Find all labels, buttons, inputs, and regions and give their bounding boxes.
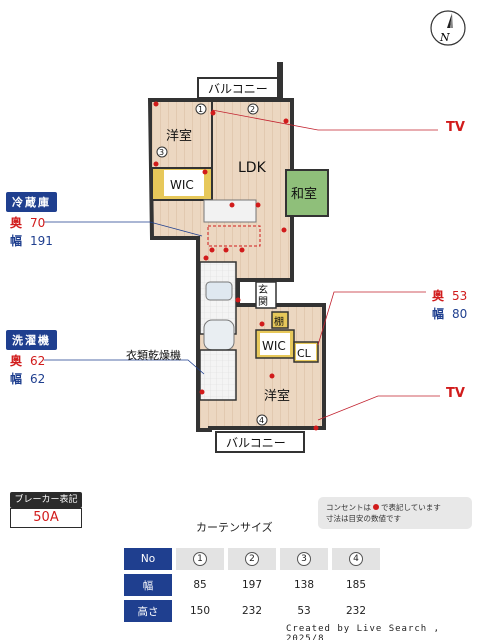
ldk-label: LDK: [238, 160, 267, 176]
washer-depth: 奥 62: [10, 352, 45, 369]
closet-depth: 奥 53: [432, 287, 467, 304]
curtain-col-3: 3: [280, 548, 328, 570]
window-marker-2: 2: [247, 103, 259, 115]
washer-width-value: 62: [30, 372, 46, 386]
appliance-leader-lines: [44, 221, 205, 375]
curtain-col-4: 4: [332, 548, 380, 570]
fridge-depth: 奥 70: [10, 214, 45, 231]
washer-depth-value: 62: [30, 354, 46, 368]
shelf: 棚: [271, 311, 289, 329]
tv-leader-lines: [211, 109, 440, 421]
fridge-width-key: 幅: [10, 234, 23, 248]
breaker-title: ブレーカー表記: [10, 492, 82, 508]
balcony-bottom-label: バルコニー: [226, 436, 286, 450]
western-room-bottom-label: 洋室: [264, 388, 290, 404]
wic-bottom: WIC: [255, 329, 295, 359]
washer-depth-key: 奥: [10, 354, 23, 368]
japanese-room: 和室: [285, 169, 329, 217]
balcony-top: バルコニー: [197, 77, 283, 99]
curtain-size-table: No 1 2 3 4 幅 85 197 138 185 高さ 150 232 5…: [120, 544, 384, 626]
tv-label-bottom: TV: [446, 386, 465, 401]
curtain-size-title: カーテンサイズ: [196, 521, 273, 534]
table-row: 幅 85 197 138 185: [124, 574, 380, 596]
table-row: No 1 2 3 4: [124, 548, 380, 570]
table-cell: 150: [189, 605, 211, 617]
fridge-depth-value: 70: [30, 216, 46, 230]
washer-width-key: 幅: [10, 372, 23, 386]
fridge-depth-key: 奥: [10, 216, 23, 230]
closet-depth-key: 奥: [432, 289, 445, 303]
wic-top-label: WIC: [170, 178, 194, 192]
note-line-1b: で表記しています: [381, 503, 441, 512]
table-row: 高さ 150 232 53 232: [124, 600, 380, 622]
curtain-row-width-label: 幅: [124, 574, 172, 596]
balcony-bottom: バルコニー: [215, 431, 305, 453]
table-cell: 232: [345, 605, 367, 617]
closet-width-value: 80: [452, 307, 468, 321]
table-cell: 85: [193, 579, 207, 591]
outlet-icon: [373, 504, 379, 510]
curtain-row-height-label: 高さ: [124, 600, 172, 622]
japanese-room-label: 和室: [291, 186, 317, 202]
fridge-title: 冷蔵庫: [6, 192, 57, 212]
western-room-top-label: 洋室: [166, 128, 192, 144]
curtain-header-no: No: [124, 548, 172, 570]
washer-width: 幅 62: [10, 370, 45, 387]
ldk-room: LDK: [238, 160, 267, 176]
closet: CL: [293, 341, 319, 363]
table-cell: 197: [241, 579, 263, 591]
closet-width: 幅 80: [432, 305, 467, 322]
table-cell: 53: [297, 605, 311, 617]
note-line-1a: コンセントは: [326, 503, 371, 512]
fridge-width-value: 191: [30, 234, 53, 248]
curtain-col-1: 1: [176, 548, 224, 570]
closet-depth-value: 53: [452, 289, 468, 303]
western-room-bottom: 洋室: [264, 388, 290, 404]
window-marker-3: 3: [156, 146, 168, 158]
compass-north-label: N: [439, 31, 450, 44]
balcony-top-label: バルコニー: [208, 82, 268, 96]
svg-text:3: 3: [159, 148, 164, 157]
table-cell: 138: [293, 579, 315, 591]
window-marker-4: 4: [256, 414, 268, 426]
note-box: コンセントは で表記しています 寸法は目安の数値です: [318, 497, 472, 529]
entrance: 玄 関 玄関: [255, 281, 277, 309]
note-line-1: コンセントは で表記しています: [326, 502, 464, 513]
washer-title: 洗濯機: [6, 330, 57, 350]
footer-credit: Created by Live Search , 2025/8: [286, 624, 441, 640]
note-line-2: 寸法は目安の数値です: [326, 514, 401, 523]
svg-text:2: 2: [250, 105, 255, 114]
outlet-dots: [153, 101, 319, 431]
closet-label: CL: [297, 347, 312, 360]
entrance-label-2: 関: [258, 296, 268, 308]
floor-plan: バルコニー 洋室 WIC LDK 和室 玄 関 玄関 棚: [44, 62, 440, 453]
wic-top: WIC: [151, 167, 213, 201]
dryer-label: 衣類乾燥機: [126, 348, 181, 362]
table-cell: 185: [345, 579, 367, 591]
shelf-label: 棚: [274, 315, 284, 328]
curtain-col-2: 2: [228, 548, 276, 570]
wic-bottom-label: WIC: [262, 339, 286, 353]
breaker-value: 50A: [10, 508, 82, 528]
fridge-width: 幅 191: [10, 232, 53, 249]
table-cell: 232: [241, 605, 263, 617]
entrance-label-1: 玄: [258, 283, 268, 296]
svg-text:1: 1: [198, 105, 203, 114]
window-marker-1: 1: [195, 103, 207, 115]
svg-text:4: 4: [259, 416, 264, 425]
closet-width-key: 幅: [432, 307, 445, 321]
compass-icon: N: [430, 10, 466, 46]
tv-label-top: TV: [446, 120, 465, 135]
